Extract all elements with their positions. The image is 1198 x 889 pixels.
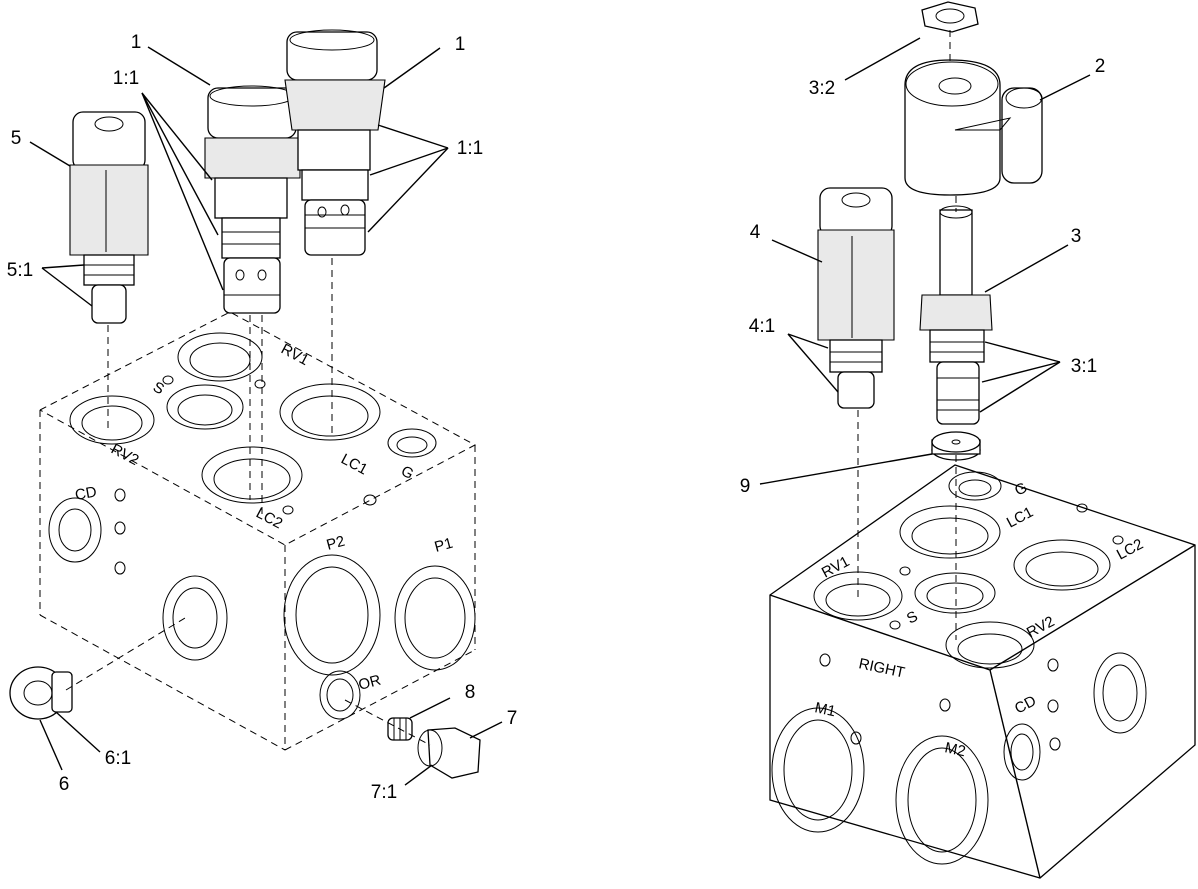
callout-4-1: 4:1 [749,316,775,337]
port-m2-right: M2 [943,739,967,760]
port-p2-left: P2 [325,533,347,554]
right-front-face-ports [771,653,989,865]
callout-1-center: 1 [131,32,142,53]
callout-4: 4 [750,222,761,243]
right-leader-lines [759,37,1091,485]
port-s-left: S [150,379,167,399]
left-port-labels: RV1 S RV2 LC1 G LC2 CD P2 P1 OR [74,341,455,694]
left-callout-labels: 1 1:1 1 1:1 5 5:1 6 6:1 7 7:1 8 [7,32,518,803]
port-rv2-left: RV2 [108,441,142,470]
port-rv1-left: RV1 [278,341,312,370]
callout-3: 3 [1071,226,1082,247]
callout-6-1: 6:1 [105,748,131,769]
left-orifice-8 [387,717,413,741]
right-side-face-ports [1003,652,1147,781]
callout-5: 5 [11,128,22,149]
left-assembly: 1 1:1 1 1:1 5 5:1 6 6:1 7 7:1 8 RV1 S RV… [7,29,518,803]
left-side-face-ports [283,554,476,720]
right-top-ports [813,471,1124,669]
left-relief-valve-5 [69,111,149,324]
port-lc1-left: LC1 [338,451,370,479]
right-relief-valve-4 [817,187,895,409]
callout-8: 8 [465,682,476,703]
callout-1-1-right: 1:1 [457,138,483,159]
left-plug-6 [9,666,73,720]
left-cartridge-1-right [284,29,386,256]
right-valve-3 [919,205,993,425]
callout-3-2: 3:2 [809,78,835,99]
right-centerlines [857,30,957,640]
right-callout-labels: 3:2 2 4 3 4:1 3:1 9 [740,56,1106,497]
port-or-left: OR [357,672,383,694]
port-g-left: G [398,463,416,483]
right-manifold-block [769,464,1196,879]
left-leader-lines [29,46,503,786]
port-lc2-left: LC2 [253,505,285,533]
callout-7: 7 [507,708,518,729]
port-p1-left: P1 [433,535,455,556]
left-cartridge-1-center [204,85,301,314]
callout-1-1-center: 1:1 [113,68,139,89]
callout-3-1: 3:1 [1071,356,1097,377]
callout-2: 2 [1095,56,1106,77]
callout-9: 9 [740,476,751,497]
port-cd-left: CD [74,483,98,504]
right-nut-3-2 [921,1,979,33]
left-centerlines [65,258,431,746]
right-assembly: 3:2 2 4 3 4:1 3:1 9 G LC1 LC2 RV1 S RV2 … [740,1,1196,879]
port-m1-right: M1 [813,699,837,720]
left-front-face-ports [48,488,228,661]
callout-1-right: 1 [455,34,466,55]
callout-7-1: 7:1 [371,782,397,803]
right-washer-9 [931,431,981,461]
callout-5-1: 5:1 [7,260,33,281]
left-plug-7 [417,727,481,779]
callout-6: 6 [59,774,70,795]
left-top-ports [69,332,437,515]
right-coil-2 [904,59,1043,196]
left-manifold-block [39,311,477,751]
